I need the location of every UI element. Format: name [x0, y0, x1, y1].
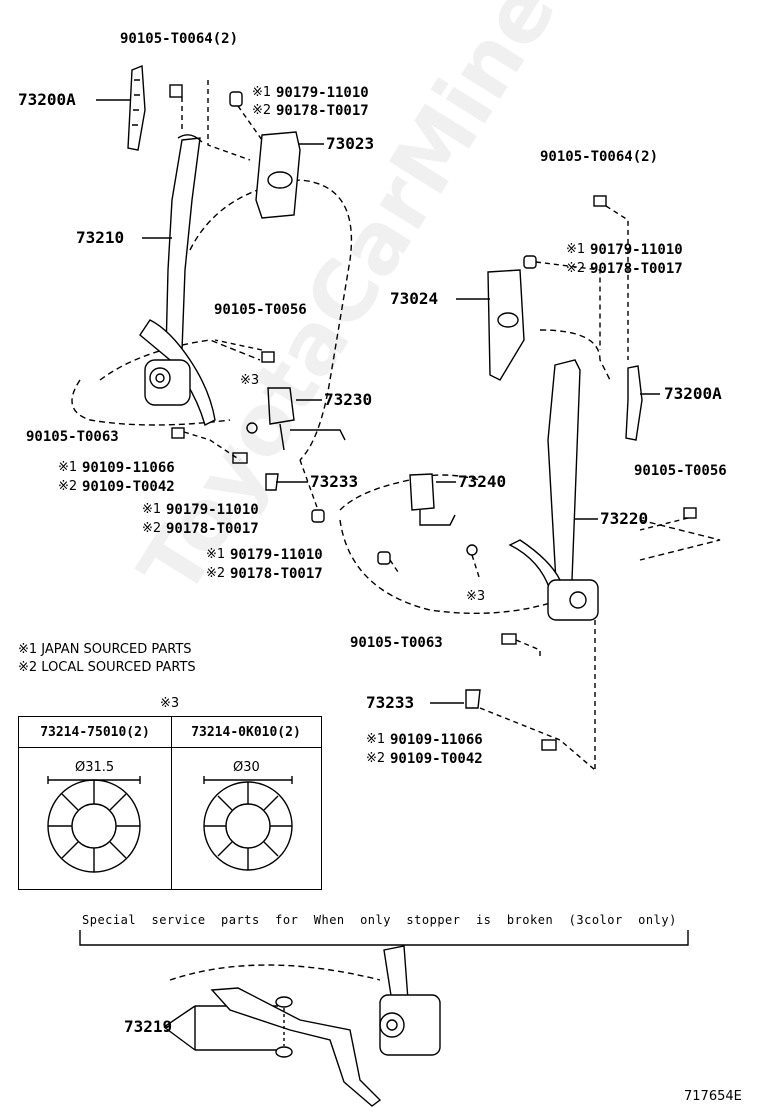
- label-bolt-mid-left: 90105-T0056: [214, 302, 307, 318]
- label-nut-c-j: 90179-11010: [166, 502, 259, 518]
- label-cap-right: 73233: [366, 693, 415, 712]
- legend-japan: ※1 JAPAN SOURCED PARTS: [18, 642, 192, 657]
- special-service-note: Special service parts for When only stop…: [82, 913, 677, 927]
- marker-1-c: ※1: [142, 502, 162, 517]
- marker-2-a: ※2: [252, 103, 272, 118]
- label-bolt-e-j: 90109-11066: [390, 732, 483, 748]
- table-col-1-header: 73214-75010(2): [19, 717, 171, 748]
- table-col-1-dim: Ø31.5: [75, 760, 115, 775]
- label-bolt-e-l: 90109-T0042: [390, 751, 483, 767]
- label-nut-top-right-l: 90178-T0017: [590, 261, 683, 277]
- label-belt-right: 73220: [600, 509, 649, 528]
- label-nut-c-l: 90178-T0017: [166, 521, 259, 537]
- label-nut-top-left-j: 90179-11010: [276, 85, 369, 101]
- legend-local: ※2 LOCAL SOURCED PARTS: [18, 660, 196, 675]
- label-bolt-lower-right: 90105-T0063: [350, 635, 443, 651]
- label-anchor-right: 73200A: [664, 384, 722, 403]
- diagram-id: 717654E: [684, 1089, 742, 1104]
- label-cover-left: 73023: [326, 134, 375, 153]
- table-col-2-dim: Ø30: [233, 760, 260, 775]
- marker-1-b: ※1: [58, 460, 78, 475]
- label-bolt-top-left: 90105-T0064(2): [120, 31, 239, 47]
- label-nut-top-right-j: 90179-11010: [590, 242, 683, 258]
- label-bolt-b-l: 90109-T0042: [82, 479, 175, 495]
- marker-1-d: ※1: [206, 547, 226, 562]
- label-bolt-top-right: 90105-T0064(2): [540, 149, 659, 165]
- table-col-2: 73214-0K010(2) Ø30: [171, 717, 321, 889]
- label-bolt-right-mid: 90105-T0056: [634, 463, 727, 479]
- label-nut-d-j: 90179-11010: [230, 547, 323, 563]
- marker-2-d: ※2: [206, 566, 226, 581]
- washer-table: 73214-75010(2) Ø31.5 73214-0K010(2) Ø30: [18, 716, 322, 890]
- label-stopper: 73219: [124, 1017, 173, 1036]
- table-title: ※3: [160, 696, 180, 711]
- label-anchor-left: 73200A: [18, 90, 76, 109]
- table-col-1: 73214-75010(2) Ø31.5: [19, 717, 172, 889]
- marker-2-e: ※2: [566, 261, 586, 276]
- label-cap-left: 73233: [310, 472, 359, 491]
- label-cover-right: 73024: [390, 289, 439, 308]
- label-buckle-right: 73240: [458, 472, 507, 491]
- label-nut-top-left-l: 90178-T0017: [276, 103, 369, 119]
- marker-2-b: ※2: [58, 479, 78, 494]
- marker-2-c: ※2: [142, 521, 162, 536]
- label-bolt-lower-left: 90105-T0063: [26, 429, 119, 445]
- marker-3-right: ※3: [466, 589, 486, 604]
- label-bolt-b-j: 90109-11066: [82, 460, 175, 476]
- label-belt-left: 73210: [76, 228, 125, 247]
- marker-1-f: ※1: [366, 732, 386, 747]
- marker-1-a: ※1: [252, 85, 272, 100]
- marker-1-e: ※1: [566, 242, 586, 257]
- table-col-2-header: 73214-0K010(2): [171, 717, 321, 748]
- label-buckle-left: 73230: [324, 390, 373, 409]
- marker-3-left: ※3: [240, 373, 260, 388]
- label-nut-d-l: 90178-T0017: [230, 566, 323, 582]
- marker-2-f: ※2: [366, 751, 386, 766]
